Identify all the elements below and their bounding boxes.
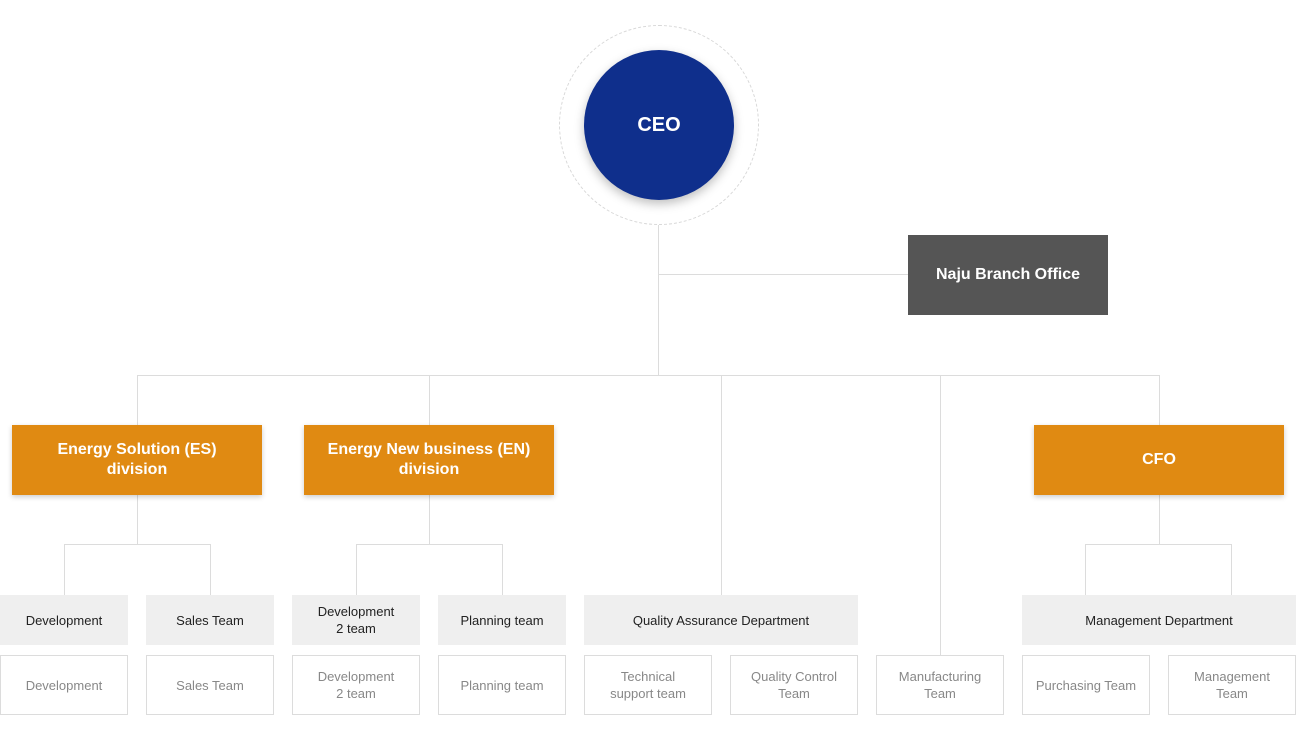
connector-manufacturing-drop — [940, 375, 941, 655]
connector-es-left — [64, 544, 65, 595]
connector-es-split — [64, 544, 211, 545]
connector-branch — [658, 274, 908, 275]
connector-en-drop — [429, 375, 430, 425]
es-sales-dept[interactable]: Sales Team — [146, 595, 274, 645]
connector-en-split — [356, 544, 503, 545]
connector-cfo-split — [1085, 544, 1232, 545]
connector-en-left — [356, 544, 357, 595]
en-planning-dept[interactable]: Planning team — [438, 595, 566, 645]
connector-en-right — [502, 544, 503, 595]
en-planning-team[interactable]: Planning team — [438, 655, 566, 715]
technical-support-team[interactable]: Technical support team — [584, 655, 712, 715]
cfo-node[interactable]: CFO — [1034, 425, 1284, 495]
en-division-node[interactable]: Energy New business (EN) division — [304, 425, 554, 495]
quality-control-team[interactable]: Quality Control Team — [730, 655, 858, 715]
es-development-team[interactable]: Development — [0, 655, 128, 715]
connector-es-down — [137, 495, 138, 545]
quality-assurance-dept[interactable]: Quality Assurance Department — [584, 595, 858, 645]
connector-ceo-trunk — [658, 225, 659, 376]
es-division-node[interactable]: Energy Solution (ES) division — [12, 425, 262, 495]
connector-cfo-drop — [1159, 375, 1160, 425]
manufacturing-team[interactable]: Manufacturing Team — [876, 655, 1004, 715]
naju-branch-office-node[interactable]: Naju Branch Office — [908, 235, 1108, 315]
connector-en-down — [429, 495, 430, 545]
connector-cfo-down — [1159, 495, 1160, 545]
ceo-node[interactable]: CEO — [584, 50, 734, 200]
es-sales-team[interactable]: Sales Team — [146, 655, 274, 715]
es-development-dept[interactable]: Development — [0, 595, 128, 645]
connector-cfo-left — [1085, 544, 1086, 595]
connector-qa-drop — [721, 375, 722, 595]
connector-es-right — [210, 544, 211, 595]
en-development2-team[interactable]: Development 2 team — [292, 655, 420, 715]
purchasing-team[interactable]: Purchasing Team — [1022, 655, 1150, 715]
en-development2-dept[interactable]: Development 2 team — [292, 595, 420, 645]
ceo-dashed-ring — [559, 25, 759, 225]
management-dept[interactable]: Management Department — [1022, 595, 1296, 645]
connector-main-horizontal — [137, 375, 1160, 376]
connector-cfo-right — [1231, 544, 1232, 595]
management-team[interactable]: Management Team — [1168, 655, 1296, 715]
connector-es-drop — [137, 375, 138, 425]
